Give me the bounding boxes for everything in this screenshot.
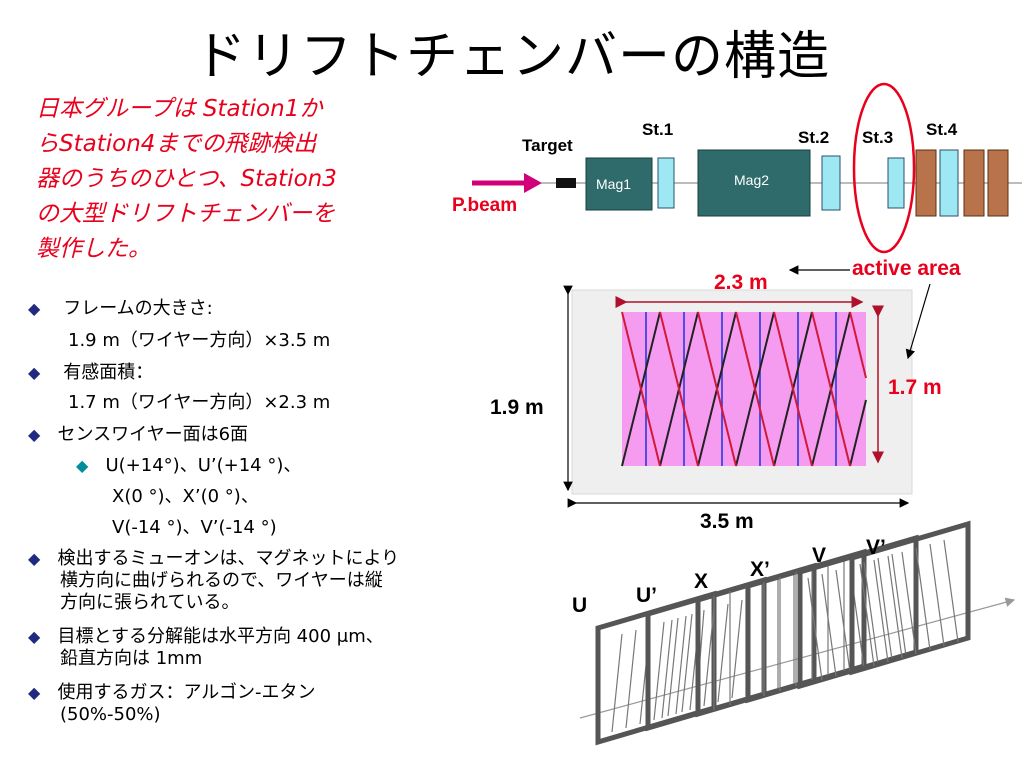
intro-line: 日本グループは Station1か <box>36 96 323 122</box>
station-4-absorber <box>915 149 937 217</box>
bullet-item: ◆ 検出するミューオンは、マグネットにより <box>28 548 399 570</box>
diamond-icon: ◆ <box>28 549 41 568</box>
bullet-cont: (50%-50%) <box>60 704 161 725</box>
mag2-block <box>697 149 811 217</box>
bullet-item: ◆ 目標とする分解能は水平方向 400 μm、 <box>28 626 384 648</box>
plane-label: X <box>694 570 709 593</box>
mag2-label: Mag2 <box>734 172 770 188</box>
bullet-cont: 横方向に曲げられるので、ワイヤーは縦 <box>60 570 383 591</box>
bullet-text: 検出するミューオンは、マグネットにより <box>57 548 400 569</box>
bullet-cont: 鉛直方向は 1mm <box>60 648 203 669</box>
station-3-highlight-ring <box>852 82 916 254</box>
wire-plane-line: X(0 °)、X’(0 °)、 <box>112 486 259 507</box>
track-line <box>579 597 1016 719</box>
bullet-text: センスワイヤー面は6面 <box>57 424 249 445</box>
diamond-icon: ◆ <box>28 299 41 318</box>
station-4 <box>939 149 959 217</box>
diamond-icon: ◆ <box>28 627 41 646</box>
page-title: ドリフトチェンバーの構造 <box>193 27 830 87</box>
bullet-text: フレームの大きさ: <box>63 298 213 319</box>
active-area-pointer <box>905 283 931 360</box>
bullet-item: ◆ フレームの大きさ: <box>28 298 213 320</box>
station-label: St.4 <box>926 120 958 139</box>
active-width-label: 2.3 m <box>714 271 768 294</box>
station-label: St.2 <box>798 128 830 147</box>
active-height-label: 1.7 m <box>888 376 942 399</box>
diamond-icon: ◆ <box>28 363 41 382</box>
mag1-label: Mag1 <box>596 176 632 192</box>
intro-text: 日本グループは Station1か らStation4までの飛跡検出 器のうちの… <box>36 92 416 267</box>
diamond-icon: ◆ <box>76 456 89 475</box>
bullet-sub: 1.9 m（ワイヤー方向）×3.5 m <box>68 330 331 351</box>
bullet-item: ◆ 有感面積： <box>28 362 153 384</box>
mag1-block <box>585 157 653 211</box>
target-label: Target <box>522 136 573 155</box>
station-4-absorber <box>987 149 1009 217</box>
frame-width-label: 3.5 m <box>700 510 754 533</box>
diamond-icon: ◆ <box>28 683 41 702</box>
beam-label: P.beam <box>452 195 518 216</box>
diamond-icon: ◆ <box>28 425 41 444</box>
wire-plane-line: ◆ U(+14°)、U’(+14 °)、 <box>76 455 302 476</box>
plane-v-prime <box>849 520 971 676</box>
wire-plane-stack <box>595 520 971 746</box>
bullet-item: ◆ センスワイヤー面は6面 <box>28 424 248 446</box>
target-block <box>556 178 576 188</box>
station-3 <box>887 157 905 209</box>
bullet-text: 有感面積： <box>63 362 154 383</box>
plane-label: U’ <box>636 584 657 607</box>
x-wires <box>645 312 837 466</box>
station-label: St.1 <box>642 120 674 139</box>
bullet-text: 使用するガス：アルゴン-エタン <box>57 682 316 703</box>
intro-line: の大型ドリフトチェンバーを <box>36 201 335 227</box>
active-area-label: active area <box>852 257 961 280</box>
v-wires <box>621 311 867 467</box>
intro-line: 器のうちのひとつ、Station3 <box>36 166 337 192</box>
station-2 <box>821 155 841 211</box>
intro-line: らStation4までの飛跡検出 <box>36 131 317 157</box>
beam-arrow-head <box>524 173 542 193</box>
intro-line: 製作した。 <box>36 236 151 262</box>
bullet-item: ◆ 使用するガス：アルゴン-エタン <box>28 682 315 704</box>
station-label: St.3 <box>862 128 894 147</box>
plane-label: X’ <box>750 558 770 581</box>
bullet-text: 目標とする分解能は水平方向 400 μm、 <box>57 626 384 647</box>
station-1 <box>657 157 675 209</box>
plane-label: U <box>572 594 588 617</box>
active-area-rect <box>622 312 866 466</box>
frame-height-label: 1.9 m <box>490 396 544 419</box>
plane-label: V’ <box>866 536 886 559</box>
bullet-sub: 1.7 m（ワイヤー方向）×2.3 m <box>68 392 331 413</box>
bullet-cont: 方向に張られている。 <box>60 592 240 613</box>
station-4-absorber <box>963 149 985 217</box>
wire-plane-line: V(-14 °)、V’(-14 °) <box>112 517 277 538</box>
plane-label: V <box>812 544 827 567</box>
